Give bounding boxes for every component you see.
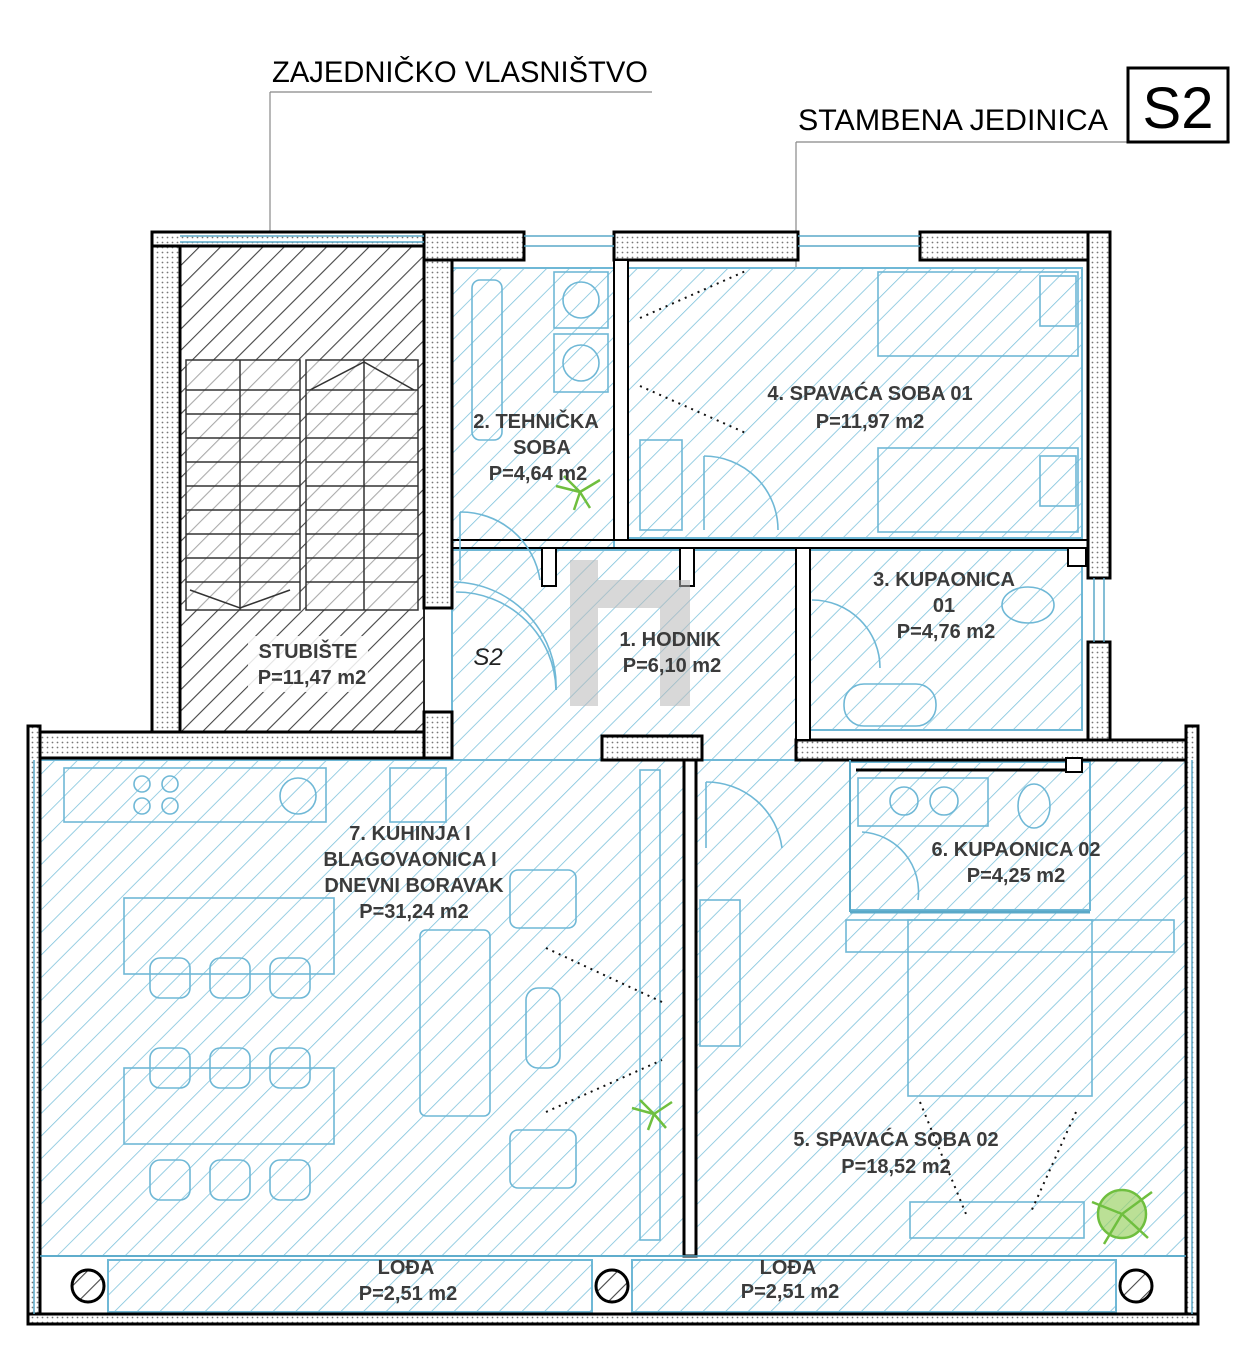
unit-title: STAMBENA JEDINICA [798, 104, 1108, 137]
svg-text:P=31,24 m2: P=31,24 m2 [359, 901, 469, 923]
room-label-spavaca01: 4. SPAVAĆA SOBA 01 P=11,97 m2 [767, 381, 972, 433]
svg-text:STUBIŠTE: STUBIŠTE [259, 639, 358, 663]
svg-text:P=4,25 m2: P=4,25 m2 [967, 865, 1065, 887]
svg-text:3. KUPAONICA: 3. KUPAONICA [873, 569, 1015, 591]
room-label-kuhinja: 7. KUHINJA I BLAGOVAONICA I DNEVNI BORAV… [323, 823, 504, 923]
svg-text:6. KUPAONICA 02: 6. KUPAONICA 02 [932, 839, 1101, 861]
svg-text:P=11,47 m2: P=11,47 m2 [258, 667, 366, 689]
svg-text:P=4,76 m2: P=4,76 m2 [897, 621, 995, 643]
room-labels: 1. HODNIK P=6,10 m2 2. TEHNIČKA SOBA P=4… [248, 381, 1100, 1305]
room-area-loda1 [107, 1259, 593, 1313]
column-middle [594, 1268, 630, 1304]
unit-code-box [1126, 66, 1230, 144]
door-mark: S2 [473, 644, 502, 671]
svg-text:LOĐA: LOĐA [760, 1257, 817, 1279]
room-area-kupaonica02 [849, 761, 1091, 911]
svg-text:SOBA: SOBA [513, 437, 571, 459]
room-label-kupaonica02: 6. KUPAONICA 02 P=4,25 m2 [932, 839, 1101, 887]
svg-text:P=6,10 m2: P=6,10 m2 [623, 655, 721, 677]
svg-text:7. KUHINJA I: 7. KUHINJA I [349, 823, 471, 845]
plant-icon [555, 475, 601, 511]
plant-icon [631, 1099, 673, 1131]
staircase [179, 245, 425, 735]
svg-text:P=2,51 m2: P=2,51 m2 [741, 1281, 839, 1303]
room-label-loda1: LOĐA P=2,51 m2 [359, 1257, 457, 1305]
windows [33, 235, 1193, 1314]
room-area-loda2 [631, 1259, 1117, 1313]
column-right [1118, 1268, 1154, 1304]
svg-text:4. SPAVAĆA SOBA 01: 4. SPAVAĆA SOBA 01 [767, 381, 972, 405]
svg-text:BLAGOVAONICA I: BLAGOVAONICA I [323, 849, 496, 871]
walls [26, 230, 1200, 1326]
room-label-tehnicka: 2. TEHNIČKA SOBA P=4,64 m2 [473, 409, 599, 485]
room-label-loda2: LOĐA P=2,51 m2 [741, 1257, 839, 1303]
column-left [70, 1268, 106, 1304]
partitions [452, 259, 1090, 914]
common-ownership-label: ZAJEDNIČKO VLASNIŠTVO [272, 55, 648, 89]
header: ZAJEDNIČKO VLASNIŠTVO STAMBENA JEDINICA … [269, 55, 1230, 335]
svg-text:5. SPAVAĆA SOBA 02: 5. SPAVAĆA SOBA 02 [793, 1127, 998, 1151]
room-label-hodnik: 1. HODNIK P=6,10 m2 [619, 629, 721, 677]
svg-text:P=4,64 m2: P=4,64 m2 [489, 463, 587, 485]
svg-text:LOĐA: LOĐA [378, 1257, 435, 1279]
unit-code: S2 [1143, 76, 1214, 141]
svg-text:DNEVNI BORAVAK: DNEVNI BORAVAK [324, 875, 504, 897]
svg-text:01: 01 [933, 595, 955, 617]
room-label-spavaca02: 5. SPAVAĆA SOBA 02 P=18,52 m2 [793, 1127, 998, 1178]
svg-text:P=11,97 m2: P=11,97 m2 [816, 411, 924, 433]
columns [70, 1268, 1154, 1304]
plants [555, 475, 1153, 1245]
room-label-kupaonica01: 3. KUPAONICA 01 P=4,76 m2 [873, 569, 1015, 643]
furniture [63, 271, 1175, 1241]
svg-text:P=2,51 m2: P=2,51 m2 [359, 1283, 457, 1305]
room-areas [39, 267, 1187, 1313]
dotted-lines [545, 269, 1077, 1215]
room-label-stubiste: STUBIŠTE P=11,47 m2 [248, 636, 368, 692]
svg-text:P=18,52 m2: P=18,52 m2 [841, 1156, 951, 1178]
svg-text:1. HODNIK: 1. HODNIK [619, 629, 721, 651]
svg-text:2. TEHNIČKA: 2. TEHNIČKA [473, 409, 599, 433]
watermark-logo [570, 560, 690, 706]
